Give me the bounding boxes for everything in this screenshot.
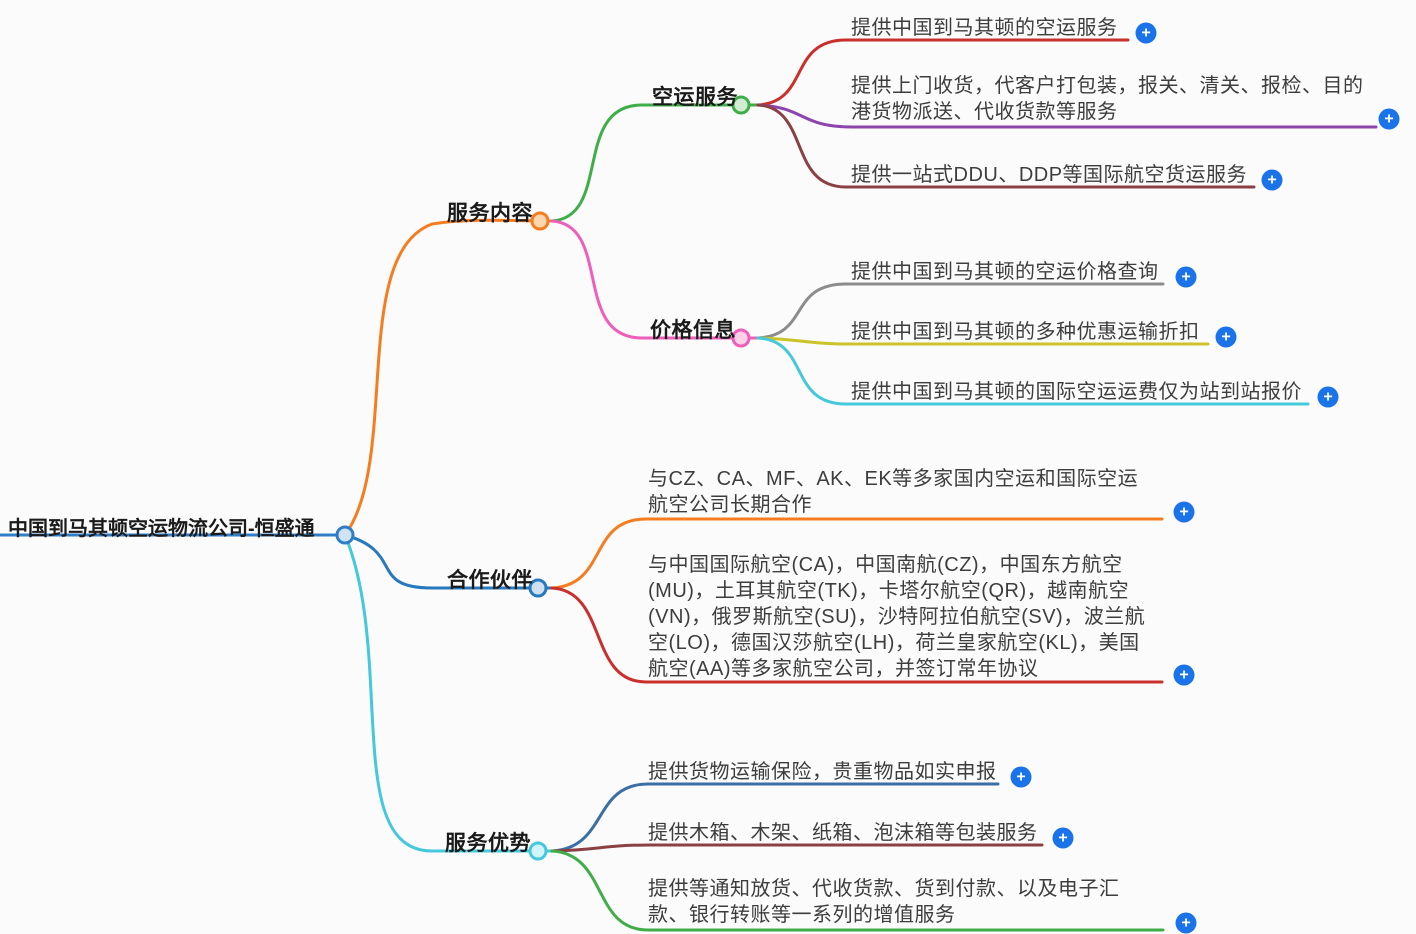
edge-root-partners xyxy=(343,533,554,590)
edge-partners-leaf-1 xyxy=(550,517,1164,590)
node-dot-root[interactable] xyxy=(335,525,355,545)
edge-service-content-price-info xyxy=(550,219,760,340)
node-dot-price-info[interactable] xyxy=(731,328,751,348)
edge-root-advantages xyxy=(343,533,554,853)
expand-button[interactable]: + xyxy=(1378,108,1400,130)
leaf-advantages-3[interactable]: 提供等通知放货、代收货款、货到付款、以及电子汇款、银行转账等一系列的增值服务 xyxy=(648,878,1120,926)
leaf-air-freight-3[interactable]: 提供一站式DDU、DDP等国际航空货运服务 xyxy=(851,164,1248,186)
leaf-price-info-1[interactable]: 提供中国到马其顿的空运价格查询 xyxy=(851,261,1159,283)
edge-service-content-air-freight xyxy=(550,103,760,223)
expand-button[interactable]: + xyxy=(1135,22,1157,44)
edge-advantages-leaf-2 xyxy=(550,843,1044,853)
edge-price-info-leaf-3 xyxy=(756,336,1310,406)
edge-partners-leaf-2 xyxy=(550,586,1164,684)
leaf-partners-2[interactable]: 与中国国际航空(CA)，中国南航(CZ)，中国东方航空(MU)，土耳其航空(TK… xyxy=(648,554,1146,680)
node-dot-air-freight[interactable] xyxy=(731,95,751,115)
edge-air-freight-leaf-3 xyxy=(756,103,1256,189)
node-dot-advantages[interactable] xyxy=(528,841,548,861)
expand-button[interactable]: + xyxy=(1173,664,1195,686)
leaf-partners-1[interactable]: 与CZ、CA、MF、AK、EK等多家国内空运和国际空运航空公司长期合作 xyxy=(648,468,1139,516)
leaf-price-info-3[interactable]: 提供中国到马其顿的国际空运运费仅为站到站报价 xyxy=(851,381,1302,403)
edge-air-freight-leaf-2 xyxy=(756,103,1378,129)
edge-advantages-leaf-1 xyxy=(550,782,1000,853)
leaf-air-freight-2[interactable]: 提供上门收货，代客户打包装，报关、清关、报检、目的港货物派送、代收货款等服务 xyxy=(851,75,1364,123)
edge-air-freight-leaf-1 xyxy=(756,38,1130,107)
edge-price-info-leaf-2 xyxy=(756,336,1210,346)
edge-advantages-leaf-3 xyxy=(550,849,1165,932)
branch-label-air-freight[interactable]: 空运服务 xyxy=(652,86,738,109)
expand-button[interactable]: + xyxy=(1175,912,1197,934)
leaf-advantages-1[interactable]: 提供货物运输保险，贵重物品如实申报 xyxy=(648,761,997,783)
expand-button[interactable]: + xyxy=(1010,766,1032,788)
expand-button[interactable]: + xyxy=(1215,326,1237,348)
edge-price-info-leaf-1 xyxy=(756,282,1165,340)
branch-label-partners[interactable]: 合作伙伴 xyxy=(447,569,533,592)
node-dot-partners[interactable] xyxy=(528,578,548,598)
branch-label-service-content[interactable]: 服务内容 xyxy=(447,202,533,225)
branch-label-price-info[interactable]: 价格信息 xyxy=(650,319,736,342)
leaf-air-freight-1[interactable]: 提供中国到马其顿的空运服务 xyxy=(851,17,1118,39)
expand-button[interactable]: + xyxy=(1317,386,1339,408)
branch-label-advantages[interactable]: 服务优势 xyxy=(445,832,531,855)
node-dot-service-content[interactable] xyxy=(530,211,550,231)
expand-button[interactable]: + xyxy=(1173,501,1195,523)
leaf-advantages-2[interactable]: 提供木箱、木架、纸箱、泡沫箱等包装服务 xyxy=(648,822,1038,844)
expand-button[interactable]: + xyxy=(1261,169,1283,191)
edge-root-service-content xyxy=(343,218,554,537)
expand-button[interactable]: + xyxy=(1052,827,1074,849)
expand-button[interactable]: + xyxy=(1175,266,1197,288)
root-node-label[interactable]: 中国到马其顿空运物流公司-恒盛通 xyxy=(8,518,315,540)
leaf-price-info-2[interactable]: 提供中国到马其顿的多种优惠运输折扣 xyxy=(851,321,1200,343)
